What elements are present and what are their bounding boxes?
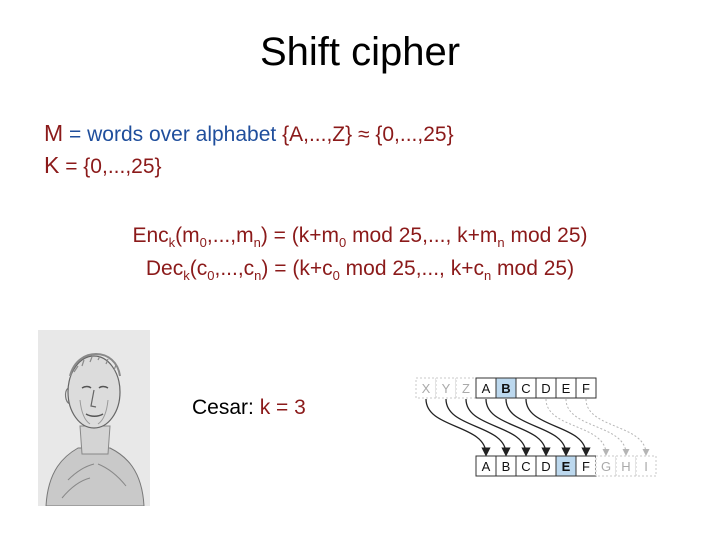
top-letter-y: Y bbox=[435, 377, 457, 399]
shift-arrow-a bbox=[485, 398, 551, 457]
dec-sub-0b: 0 bbox=[332, 268, 340, 284]
cesar-label: Cesar: bbox=[192, 396, 254, 419]
caesar-bust-drawing bbox=[38, 330, 150, 507]
svg-text:G: G bbox=[601, 459, 611, 474]
key-space-set: {0,...,25} bbox=[83, 155, 162, 178]
svg-text:C: C bbox=[521, 459, 530, 474]
message-space-set: {A,...,Z} bbox=[282, 123, 353, 146]
message-space-description: words over alphabet bbox=[87, 123, 277, 146]
shift-arrow-z bbox=[465, 398, 531, 457]
svg-text:D: D bbox=[541, 459, 550, 474]
top-letter-f: F bbox=[575, 377, 597, 399]
svg-text:A: A bbox=[482, 459, 491, 474]
bottom-letter-g: G bbox=[595, 455, 617, 477]
dec-args-open: (c bbox=[189, 257, 208, 280]
svg-text:I: I bbox=[644, 459, 648, 474]
dec-result-a: ) = (k+c bbox=[261, 257, 333, 280]
svg-text:B: B bbox=[502, 459, 511, 474]
shift-arrow-d bbox=[545, 398, 610, 456]
svg-text:E: E bbox=[562, 459, 571, 474]
encryption-formula: Enck(m0,...,mn) = (k+m0 mod 25,..., k+mn… bbox=[0, 224, 720, 250]
key-space-symbol: K bbox=[44, 152, 60, 178]
enc-sub-0b: 0 bbox=[339, 235, 347, 251]
bottom-letter-d: D bbox=[535, 455, 557, 477]
shift-arrow-y bbox=[445, 398, 511, 457]
dec-args-mid: ,...,c bbox=[214, 257, 255, 280]
message-space-numeric-set: {0,...,25} bbox=[375, 123, 454, 146]
enc-name: Enc bbox=[132, 224, 169, 247]
dec-result-c: mod 25) bbox=[491, 257, 575, 280]
bottom-letter-e: E bbox=[555, 455, 577, 477]
shift-arrow-f bbox=[585, 398, 650, 456]
svg-text:F: F bbox=[582, 381, 590, 396]
message-space-approx: ≈ bbox=[357, 123, 370, 146]
svg-text:E: E bbox=[562, 381, 571, 396]
dec-name: Dec bbox=[145, 257, 184, 280]
shift-arrow-b bbox=[505, 398, 571, 457]
enc-sub-0: 0 bbox=[199, 235, 207, 251]
svg-text:H: H bbox=[621, 459, 630, 474]
enc-args-open: (m bbox=[175, 224, 200, 247]
top-letter-d: D bbox=[535, 377, 557, 399]
svg-text:Y: Y bbox=[442, 381, 451, 396]
key-space-equals: = bbox=[65, 155, 78, 178]
enc-sub-nb: n bbox=[497, 235, 505, 251]
bottom-letter-a: A bbox=[475, 455, 497, 477]
bottom-letter-h: H bbox=[615, 455, 637, 477]
enc-result-c: mod 25) bbox=[504, 224, 588, 247]
enc-args-mid: ,...,m bbox=[206, 224, 254, 247]
enc-sub-n: n bbox=[253, 235, 261, 251]
top-letter-x: X bbox=[415, 377, 437, 399]
top-letter-e: E bbox=[555, 377, 577, 399]
shift-arrow-x bbox=[425, 398, 491, 457]
cesar-key-line: Cesar: k = 3 bbox=[192, 396, 306, 420]
key-space-line: K = {0,...,25} bbox=[44, 152, 162, 179]
decryption-formula: Deck(c0,...,cn) = (k+c0 mod 25,..., k+cn… bbox=[0, 257, 720, 283]
svg-text:A: A bbox=[482, 381, 491, 396]
dec-sub-nb: n bbox=[483, 268, 492, 284]
dec-sub-k: k bbox=[183, 268, 190, 284]
dec-result-b: mod 25,..., k+c bbox=[339, 257, 484, 280]
caesar-bust-image bbox=[38, 330, 150, 511]
shift-arrow-e bbox=[565, 398, 630, 456]
svg-text:Z: Z bbox=[462, 381, 470, 396]
top-letter-b: B bbox=[495, 377, 517, 399]
dec-sub-n: n bbox=[254, 268, 262, 284]
bottom-letter-f: F bbox=[575, 455, 597, 477]
slide-title: Shift cipher bbox=[259, 30, 461, 74]
enc-sub-k: k bbox=[168, 235, 176, 251]
top-letter-c: C bbox=[515, 377, 537, 399]
enc-result-a: ) = (k+m bbox=[260, 224, 339, 247]
message-space-symbol: M bbox=[44, 120, 64, 146]
dec-sub-0: 0 bbox=[207, 268, 215, 284]
svg-text:F: F bbox=[582, 459, 590, 474]
svg-text:X: X bbox=[422, 381, 431, 396]
bottom-letter-i: I bbox=[635, 455, 657, 477]
message-space-line: M = words over alphabet {A,...,Z} ≈ {0,.… bbox=[44, 120, 454, 147]
svg-text:D: D bbox=[541, 381, 550, 396]
shift-arrow-c bbox=[525, 398, 591, 457]
top-letter-a: A bbox=[475, 377, 497, 399]
cesar-key-value: k = 3 bbox=[259, 396, 306, 419]
bottom-letter-b: B bbox=[495, 455, 517, 477]
bottom-letter-c: C bbox=[515, 455, 537, 477]
svg-text:B: B bbox=[501, 381, 510, 396]
svg-text:C: C bbox=[521, 381, 530, 396]
top-letter-z: Z bbox=[455, 377, 477, 399]
enc-result-b: mod 25,..., k+m bbox=[346, 224, 498, 247]
message-space-equals: = bbox=[69, 123, 82, 146]
